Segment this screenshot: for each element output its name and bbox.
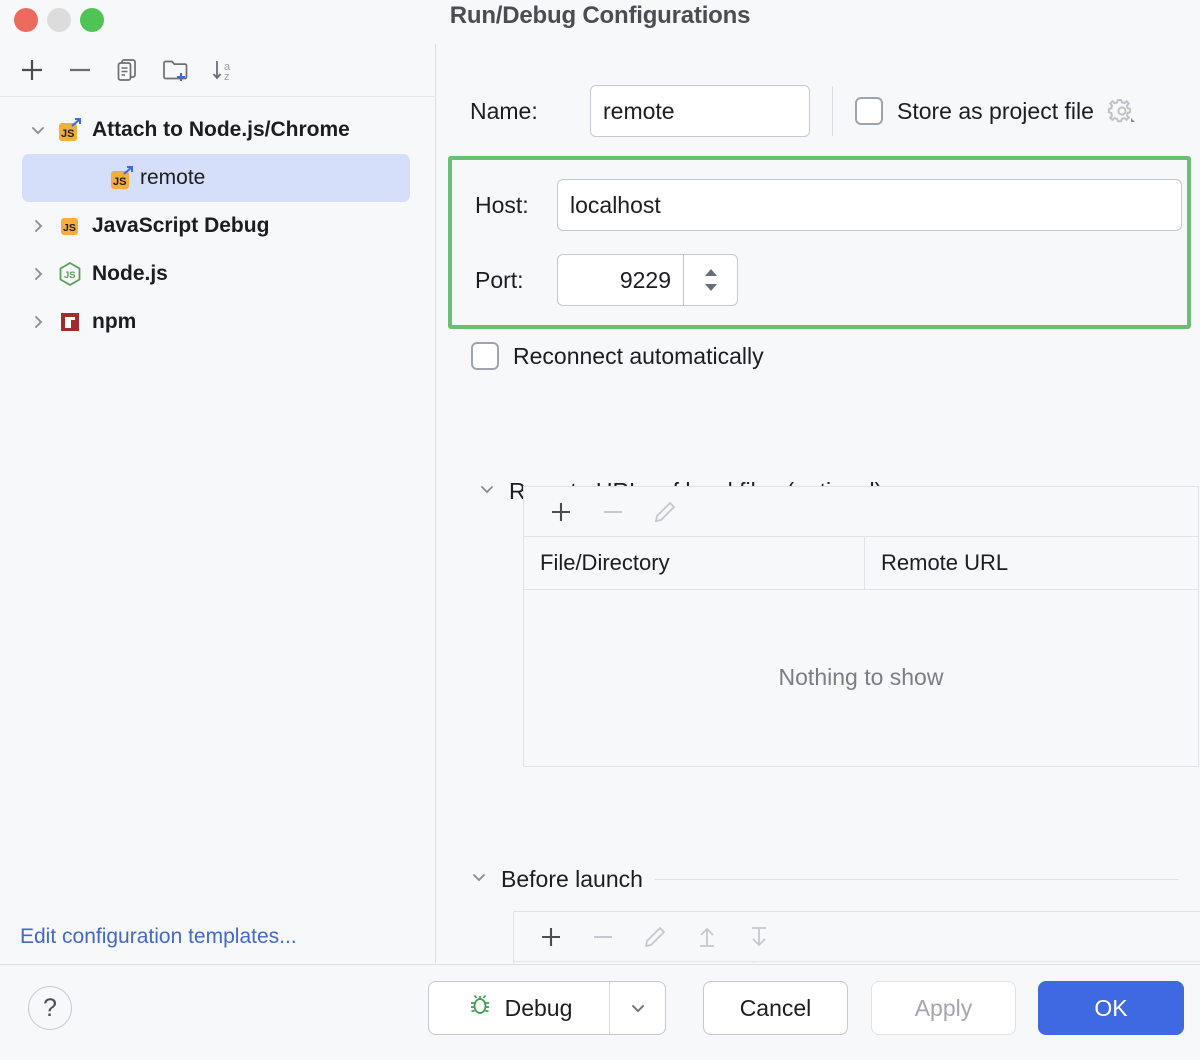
chevron-right-icon[interactable] [22, 264, 54, 284]
help-button[interactable]: ? [28, 986, 72, 1030]
host-input[interactable] [557, 179, 1182, 231]
chevron-down-icon[interactable] [477, 479, 497, 504]
tree-item-remote[interactable]: JS remote [22, 154, 410, 202]
svg-text:z: z [224, 71, 230, 83]
host-row: Host: [475, 179, 1182, 231]
tree-item-nodejs[interactable]: JS Node.js [0, 250, 436, 298]
npm-icon [54, 309, 86, 335]
tree-item-label: remote [140, 166, 206, 189]
svg-text:JS: JS [63, 222, 76, 234]
minimize-button[interactable] [47, 8, 71, 32]
configurations-sidebar: a z JS Attach to Node.js/Chrome [0, 44, 436, 963]
remote-urls-table-header: File/Directory Remote URL [524, 537, 1198, 590]
apply-button: Apply [871, 981, 1016, 1035]
host-label: Host: [475, 191, 529, 218]
reconnect-automatically-row: Reconnect automatically [471, 342, 764, 370]
cancel-button[interactable]: Cancel [703, 981, 848, 1035]
spinner-up-icon [704, 269, 717, 276]
js-icon: JS [54, 213, 86, 239]
svg-text:a: a [224, 61, 231, 73]
remote-urls-table: File/Directory Remote URL Nothing to sho… [523, 486, 1199, 767]
nodejs-icon: JS [54, 260, 86, 288]
title-bar: Run/Debug Configurations [0, 0, 1200, 44]
tree-item-label: JavaScript Debug [92, 214, 270, 237]
zoom-button[interactable] [80, 8, 104, 32]
empty-state-message: Nothing to show [778, 664, 944, 690]
edit-task-button [632, 915, 678, 959]
bug-icon [466, 991, 494, 1025]
tree-item-label: Attach to Node.js/Chrome [92, 118, 350, 141]
move-down-button [736, 915, 782, 959]
add-configuration-button[interactable] [8, 48, 56, 92]
divider [832, 86, 833, 136]
name-input[interactable] [590, 85, 810, 137]
section-divider [654, 879, 1179, 880]
reconnect-automatically-checkbox[interactable] [471, 342, 499, 370]
debug-button[interactable]: Debug [428, 981, 666, 1035]
move-up-button [684, 915, 730, 959]
edit-mapping-button [642, 490, 688, 534]
debug-button-main[interactable]: Debug [429, 982, 609, 1034]
reconnect-automatically-label: Reconnect automatically [513, 342, 764, 369]
chevron-right-icon[interactable] [22, 312, 54, 332]
port-label: Port: [475, 266, 524, 293]
port-row: Port: [475, 254, 738, 306]
js-attach-icon: JS [106, 164, 138, 192]
edit-configuration-templates-link[interactable]: Edit configuration templates... [20, 925, 297, 948]
debug-button-label: Debug [504, 994, 573, 1021]
chevron-down-icon[interactable] [22, 120, 54, 140]
name-label: Name: [470, 97, 538, 124]
before-launch-section-header[interactable]: Before launch [469, 866, 1179, 893]
remote-urls-toolbar [524, 487, 1198, 537]
remove-task-button [580, 915, 626, 959]
sort-configurations-button[interactable]: a z [200, 48, 248, 92]
name-row: Name: Store as project file [470, 85, 1138, 137]
add-task-button[interactable] [528, 915, 574, 959]
remove-mapping-button [590, 490, 636, 534]
configurations-tree: JS Attach to Node.js/Chrome JS remote [0, 106, 436, 346]
chevron-down-icon [631, 1005, 644, 1013]
configuration-form: Name: Store as project file Host: Port: [437, 44, 1200, 963]
svg-text:JS: JS [113, 176, 126, 188]
tree-item-label: Node.js [92, 262, 168, 285]
ok-button[interactable]: OK [1038, 981, 1184, 1035]
before-launch-section-title: Before launch [501, 866, 643, 892]
column-header-file-directory: File/Directory [524, 537, 865, 589]
sidebar-toolbar: a z [0, 44, 436, 97]
tree-item-attach-to-nodejs-chrome[interactable]: JS Attach to Node.js/Chrome [0, 106, 436, 154]
dialog-title: Run/Debug Configurations [449, 2, 751, 29]
window-controls [14, 8, 104, 32]
gear-icon[interactable] [1106, 95, 1138, 127]
port-input[interactable] [558, 255, 683, 305]
before-launch-column-1 [514, 962, 754, 963]
before-launch-toolbar [514, 912, 1200, 962]
tree-item-javascript-debug[interactable]: JS JavaScript Debug [0, 202, 436, 250]
store-as-project-file-checkbox[interactable] [855, 97, 883, 125]
copy-configuration-button[interactable] [104, 48, 152, 92]
js-attach-icon: JS [54, 116, 86, 144]
host-port-highlight: Host: Port: [448, 156, 1191, 329]
remove-configuration-button[interactable] [56, 48, 104, 92]
port-spinner[interactable] [557, 254, 738, 306]
store-as-project-file-label: Store as project file [897, 97, 1094, 124]
remote-urls-table-body[interactable]: Nothing to show [524, 590, 1198, 765]
svg-text:JS: JS [61, 128, 74, 140]
tree-item-npm[interactable]: npm [0, 298, 436, 346]
chevron-down-icon[interactable] [469, 867, 489, 892]
debug-dropdown-button[interactable] [609, 982, 665, 1034]
tree-item-label: npm [92, 310, 137, 333]
before-launch-table [513, 911, 1200, 963]
add-mapping-button[interactable] [538, 490, 584, 534]
svg-text:JS: JS [64, 270, 76, 281]
chevron-right-icon[interactable] [22, 216, 54, 236]
close-button[interactable] [14, 8, 38, 32]
spinner-down-icon [704, 284, 717, 291]
port-spinner-buttons[interactable] [683, 255, 737, 305]
new-folder-button[interactable] [152, 48, 200, 92]
column-header-remote-url: Remote URL [881, 550, 1009, 575]
before-launch-table-body[interactable] [514, 962, 1200, 963]
